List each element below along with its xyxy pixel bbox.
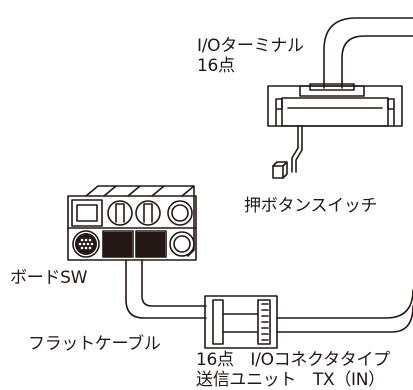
tx-output-cable xyxy=(276,289,413,333)
tx-unit-label-line1: 16点 I/Oコネクタタイプ xyxy=(196,350,390,370)
push-button-switch xyxy=(272,161,288,179)
terminal-flat-cable xyxy=(323,17,413,89)
switch-wire xyxy=(291,125,303,173)
tx-unit-label-line2: 送信ユニット TX（IN） xyxy=(196,370,385,390)
io-terminal xyxy=(267,83,403,127)
board-sw xyxy=(67,185,197,261)
flat-cable xyxy=(125,259,207,319)
board-sw-label: ボードSW xyxy=(10,268,88,288)
push-switch-label: 押ボタンスイッチ xyxy=(244,196,378,216)
tx-unit xyxy=(204,295,278,349)
io-terminal-label: I/Oターミナル xyxy=(197,36,304,56)
flat-cable-label: フラットケーブル xyxy=(28,334,161,354)
io-terminal-count-label: 16点 xyxy=(197,56,235,76)
